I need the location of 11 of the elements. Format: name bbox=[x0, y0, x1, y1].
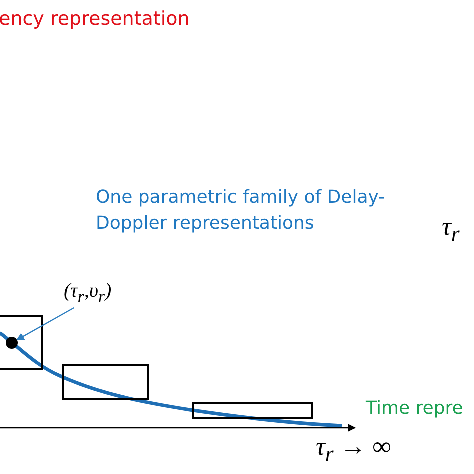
parameter-symbol: τ$_{r}$ bbox=[442, 212, 460, 248]
point-dot bbox=[6, 337, 18, 349]
family-caption: One parametric family of Delay-Doppler representations bbox=[96, 186, 386, 236]
leader-line bbox=[16, 307, 74, 341]
limit-label: τ$_{r}$ → ∞ bbox=[316, 432, 392, 468]
heading-text: ency representation bbox=[0, 8, 190, 30]
tile-box bbox=[0, 315, 43, 370]
tile-box bbox=[62, 364, 149, 400]
tile-box bbox=[192, 402, 313, 419]
time-caption: Time repre bbox=[366, 398, 464, 419]
coordinate-label: (τ$_{r}$,υ$_{r}$) bbox=[64, 280, 134, 308]
